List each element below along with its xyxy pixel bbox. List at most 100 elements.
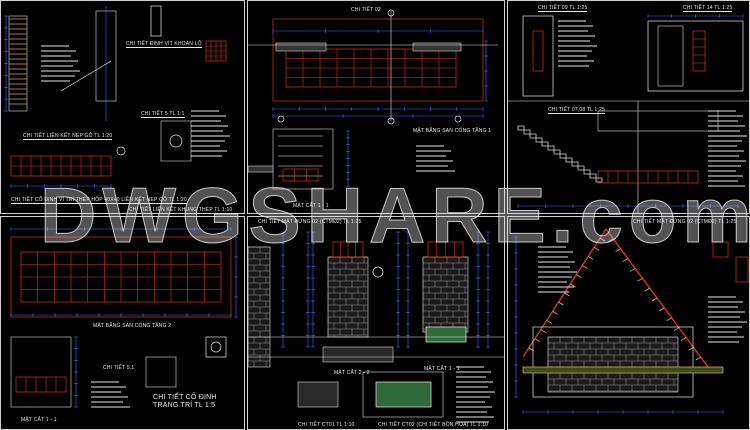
- cad-shape: [517, 125, 525, 131]
- cad-shape: [712, 241, 729, 258]
- cad-line: [593, 246, 600, 251]
- drawing-title: MẶT BẰNG SAN CỔNG TẦNG 1: [413, 128, 492, 134]
- cad-shape: [547, 145, 555, 151]
- grid-bubble: [387, 117, 395, 125]
- cad-line: [534, 338, 541, 343]
- cad-shape: [589, 173, 597, 179]
- drawing-title: CHI TIẾT 5.1: [103, 365, 135, 371]
- drawing-title: CHI TIẾT CT01 TL 1:10: [298, 422, 355, 428]
- cad-shape: [735, 256, 749, 283]
- cad-shape: [248, 165, 274, 173]
- drawing-p6: [514, 228, 749, 414]
- cad-shape: [322, 346, 394, 363]
- cad-shape: [160, 120, 192, 162]
- cad-line: [666, 317, 672, 322]
- cad-shape: [10, 336, 72, 408]
- cad-shape: [553, 149, 561, 155]
- cad-line: [558, 301, 564, 306]
- grid-bubble: [277, 115, 285, 123]
- cad-shape: [362, 371, 444, 418]
- cad-shape: [595, 177, 603, 183]
- cad-line: [622, 258, 629, 262]
- cad-shape: [523, 129, 531, 135]
- drawing-title: CHI TIẾT 07,08 TL 1:25: [548, 107, 606, 114]
- cad-line: [564, 292, 570, 297]
- cad-shape: [205, 336, 227, 358]
- drawing-p1: [4, 5, 230, 188]
- drawing-title: CHI TIẾT 14 TL 1:25: [683, 5, 733, 12]
- cad-shape: [282, 168, 319, 182]
- grid-bubble: [169, 134, 183, 148]
- cad-shape: [577, 165, 585, 171]
- cad-line: [680, 337, 687, 341]
- grid-bubble: [372, 266, 384, 278]
- grid-bubble: [116, 146, 126, 156]
- cad-line: [629, 268, 636, 272]
- cad-shape: [535, 137, 543, 143]
- cad-shape: [275, 42, 327, 52]
- cad-shape: [547, 336, 679, 393]
- cad-shape: [565, 157, 573, 163]
- cad-line: [588, 256, 594, 260]
- cad-shape: [375, 381, 432, 408]
- cad-line: [540, 329, 546, 333]
- cad-line: [659, 307, 665, 312]
- cad-line: [546, 320, 552, 324]
- drawing-title: MẶT CẮT 1 - 1: [21, 417, 57, 423]
- cad-shape: [422, 256, 469, 333]
- cad-shape: [297, 381, 339, 408]
- drawing-title: CHI TIẾT CỐ ĐỊNH VÍ TRÍ THÉP HỘP 40X40 L…: [11, 197, 187, 204]
- cad-line: [599, 237, 606, 242]
- grid-bubble: [210, 341, 222, 353]
- cad-shape: [647, 20, 744, 92]
- cad-shape: [272, 18, 484, 102]
- cad-shape: [145, 356, 177, 388]
- drawing-title: CHI TIẾT 5 TL 1:1: [141, 111, 185, 118]
- drawing-title: MẶT CẮT 2 - 2: [334, 370, 370, 376]
- panel-mat-dung-roof: CHI TIẾT MẶT ĐỨNG 02 (CTMĐ2) TL 1:25: [507, 216, 750, 430]
- cad-shape: [150, 5, 162, 37]
- cad-shape: [522, 15, 554, 97]
- drawing-title: MẶT CẮT 1 - 1: [424, 366, 460, 372]
- cad-line: [576, 274, 582, 279]
- cad-line: [60, 60, 112, 92]
- drawing-title: CHI TIẾT MẶT ĐỨNG 02 (CTMĐ2) TL 1:25: [633, 219, 737, 225]
- drawing-title: CHI TIẾT CT02 (CHI TIẾT BỒN HOA) TL 1:10: [378, 422, 489, 428]
- cad-shape: [425, 326, 467, 343]
- cad-line: [582, 265, 588, 269]
- drawing-title: CHI TIẾT LIÊN KẾT KHUNG THÉP TL 1:10: [129, 207, 233, 213]
- panel-san-cong-tang-2: MẶT BẰNG SAN CỔNG TẦNG 2 CHI TIẾT 5.1 MẶ…: [0, 216, 245, 430]
- drawing-title: CHI TIẾT MẶT ĐỨNG 02 (CTMĐ2) TL 1:25: [258, 219, 362, 225]
- cad-line: [637, 277, 643, 282]
- drawing-p3: [508, 14, 749, 213]
- panel-nep-go-details: CHI TIẾT LIÊN KẾT NẸP GỖ TL 1:20 CHI TIẾ…: [0, 0, 245, 214]
- drawing-title: CHI TIẾT LIÊN KẾT NẸP GỖ TL 1:20: [23, 133, 113, 140]
- cad-shape: [692, 30, 706, 72]
- cad-line: [570, 283, 576, 288]
- grid-bubble: [387, 9, 395, 17]
- drawing-title: CHI TIẾT CỐ ĐỊNH TRANG TRÍ TL 1:5: [151, 393, 243, 411]
- drawing-title: MẶT CẮT 1 - 1: [293, 203, 329, 209]
- cad-shape: [597, 110, 719, 132]
- cad-line: [695, 356, 701, 361]
- cad-line: [673, 327, 680, 331]
- drawing-title: MẶT BẰNG SAN CỔNG TẦNG 2: [93, 323, 172, 329]
- drawing-p5: [248, 231, 504, 423]
- panel-mat-dung-02: CHI TIẾT MẶT ĐỨNG 02 (CTMĐ2) TL 1:25 MẶT…: [247, 216, 505, 430]
- panel-chi-tiet-09-14: CHI TIẾT 09 TL 1:25 CHI TIẾT 14 TL 1:25 …: [507, 0, 750, 214]
- cad-line: [688, 346, 694, 351]
- cad-shape: [583, 169, 591, 175]
- cad-shape: [8, 15, 28, 112]
- cad-shape: [15, 376, 67, 393]
- cad-shape: [541, 141, 549, 147]
- grid-bubble: [454, 115, 462, 123]
- drawing-title: CHI TIẾT ĐINH VÍT KHOAN LỖ: [126, 41, 202, 48]
- drawing-title: CHI TIẾT 02: [351, 7, 381, 13]
- cad-shape: [529, 133, 537, 139]
- cad-shape: [327, 256, 369, 338]
- cad-shape: [532, 30, 544, 72]
- drawing-p2: [248, 9, 498, 190]
- cad-shape: [522, 366, 724, 374]
- cad-line: [644, 287, 650, 292]
